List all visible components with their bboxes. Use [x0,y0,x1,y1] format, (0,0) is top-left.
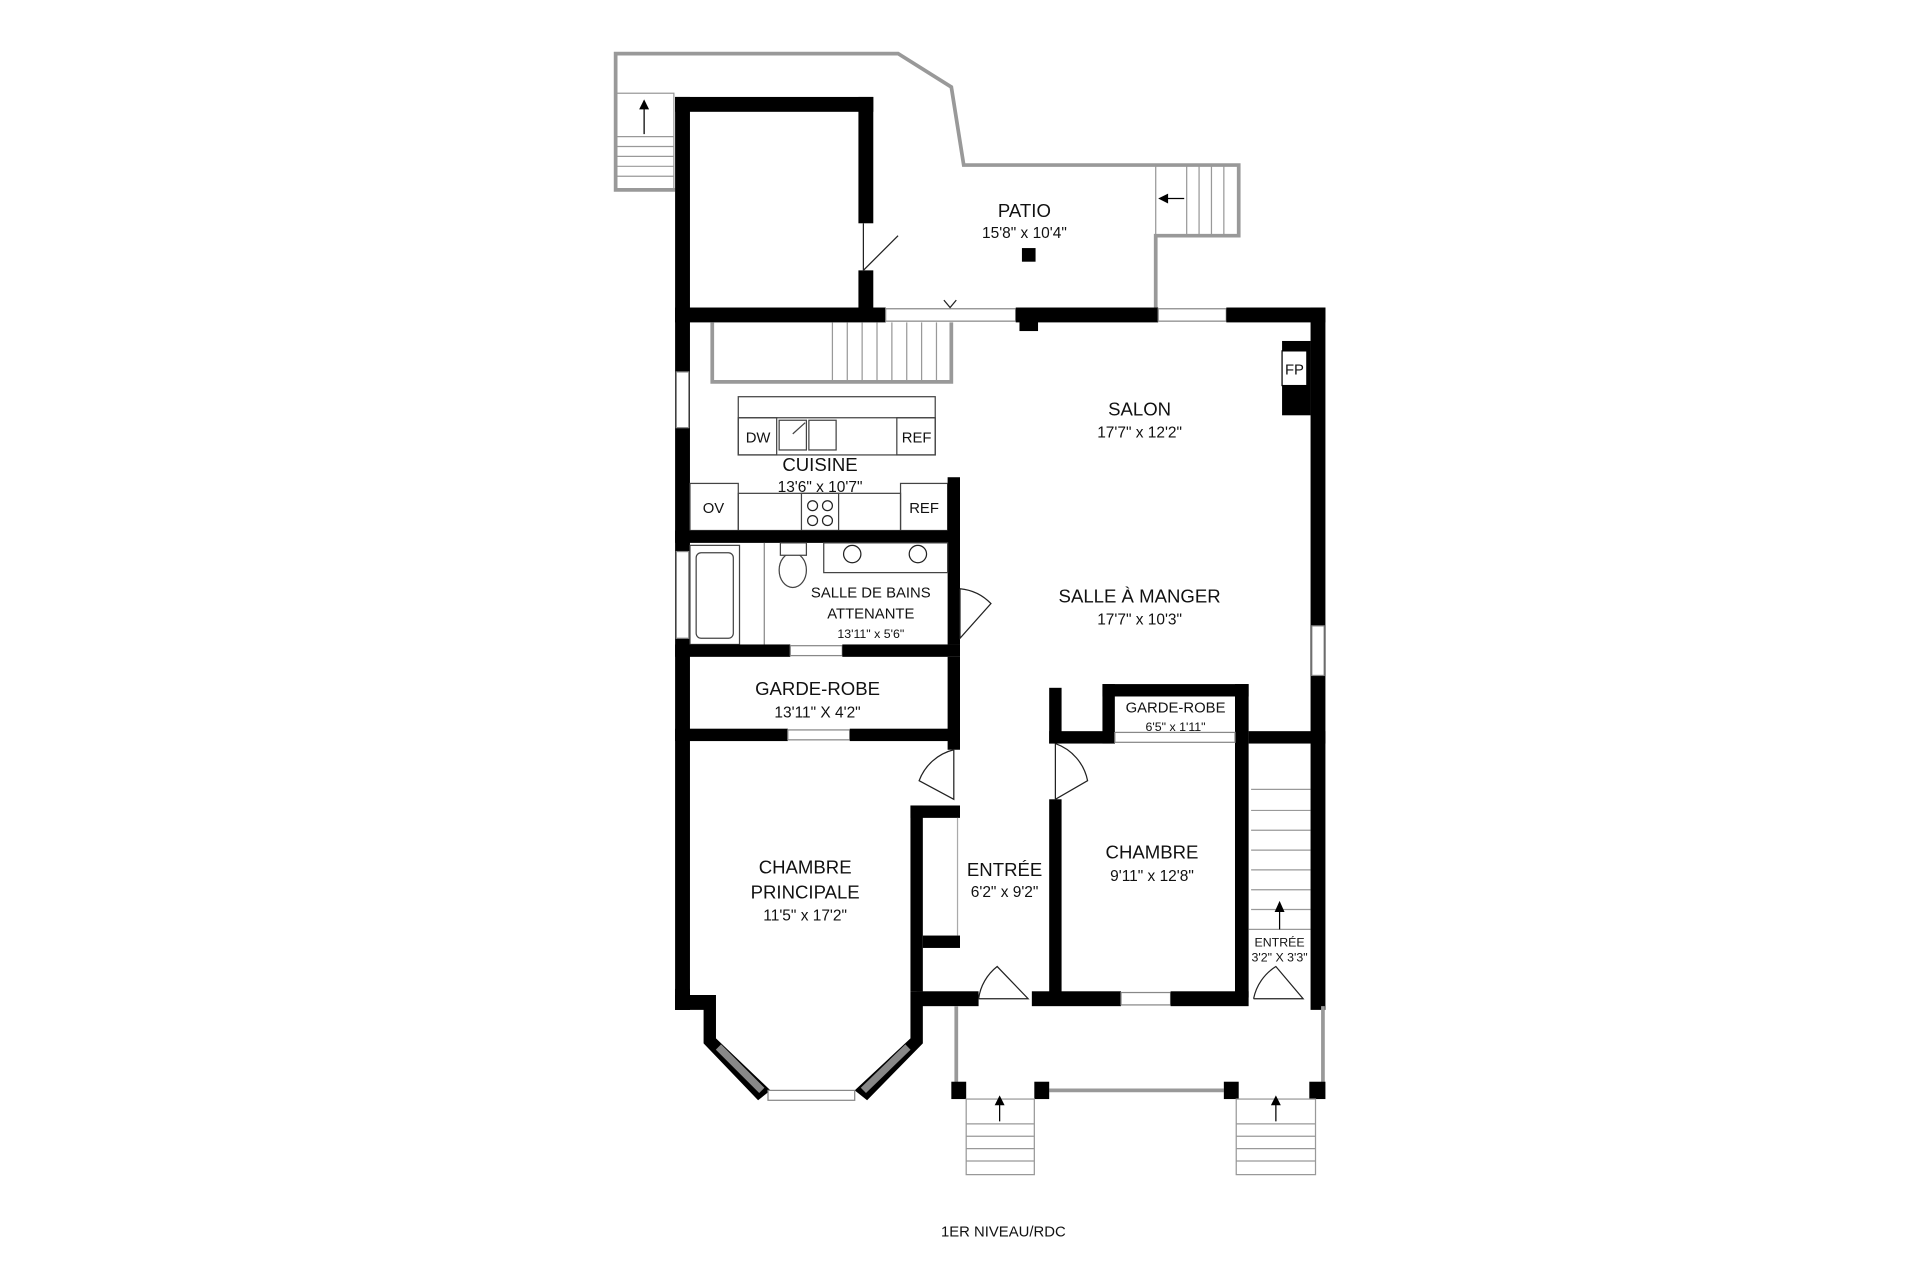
door-swing [1252,965,1305,1000]
room-dims-chambre-principale: 11'5" x 17'2" [763,908,847,925]
room-dims-cuisine: 13'6" x 10'7" [778,479,863,496]
garde-robe-walls [675,656,960,750]
kitchen-island [737,396,936,456]
room-name-salle-de-bains-2: ATTENANTE [827,606,914,622]
front-stairs-right [1235,1095,1317,1176]
door-swing [918,749,955,801]
plan-title: 1ER NIVEAU/RDC [941,1225,1066,1241]
kitchen-counter [675,477,960,645]
bathtub-icon [689,544,741,646]
room-dims-entree: 6'2" x 9'2" [971,884,1039,901]
oven-label: OV [703,501,725,517]
room-dims-garde-robe-2: 6'5" x 1'11" [1145,720,1205,734]
room-dims-salle-a-manger: 17'7" x 10'3" [1097,612,1182,629]
arrow-up-icon [994,1095,1005,1106]
door-swing [862,223,899,272]
refrigerator-label: REF [902,431,932,447]
door-swing [959,588,992,640]
room-name-chambre-principale: CHAMBRE [759,857,852,878]
room-name-chambre-principale-2: PRINCIPALE [751,881,860,902]
patio-outline [613,51,1241,311]
arrow-up-icon [1274,900,1285,913]
dishwasher-label: DW [746,431,771,447]
sink-icon [842,544,862,564]
room-dims-garde-robe: 13'11" X 4'2" [774,705,860,722]
room-dims-salle-de-bains: 13'11" x 5'6" [837,627,904,641]
fireplace-label: FP [1285,362,1304,378]
room-dims-patio: 15'8" x 10'4" [982,225,1067,242]
stove-icon [800,492,840,532]
room-name-salon: SALON [1108,398,1171,419]
room-dims-salon: 17'7" x 12'2" [1097,425,1182,442]
room-dims-entree-side: 3'2" X 3'3" [1252,951,1308,965]
room-name-entree-side: ENTRÉE [1254,935,1304,950]
arrow-up-icon [1270,1095,1281,1106]
room-dims-chambre: 9'11" x 12'8" [1110,868,1194,885]
bedroom-walls [675,684,1326,1101]
door-swing [977,965,1030,1000]
exterior-walls [675,299,1326,1010]
arrow-left-icon [1158,193,1169,204]
room-name-chambre: CHAMBRE [1106,842,1199,863]
room-name-salle-de-bains: SALLE DE BAINS [811,585,931,601]
door-swing [1054,742,1089,801]
sink-icon [908,544,928,564]
storage-room-walls [675,96,899,323]
bathroom-fixtures [675,542,992,657]
refrigerator-label-2: REF [909,501,939,517]
sink-icon [778,419,808,451]
patio-right-stairs [1155,164,1240,237]
room-name-salle-a-manger: SALLE À MANGER [1059,585,1221,606]
front-porch [951,1006,1326,1100]
room-name-patio: PATIO [998,200,1051,221]
side-stairs [1248,788,1311,930]
patio-left-stairs [616,92,675,191]
room-name-cuisine: CUISINE [782,454,857,475]
room-name-garde-robe-2: GARDE-ROBE [1126,701,1226,717]
arrow-up-icon [639,99,650,110]
toilet-icon [778,552,808,589]
interior-stairs [710,322,954,384]
front-stairs-left [965,1095,1035,1176]
room-name-garde-robe: GARDE-ROBE [755,678,880,699]
room-name-entree: ENTRÉE [967,859,1042,880]
patio-post [1021,248,1036,262]
